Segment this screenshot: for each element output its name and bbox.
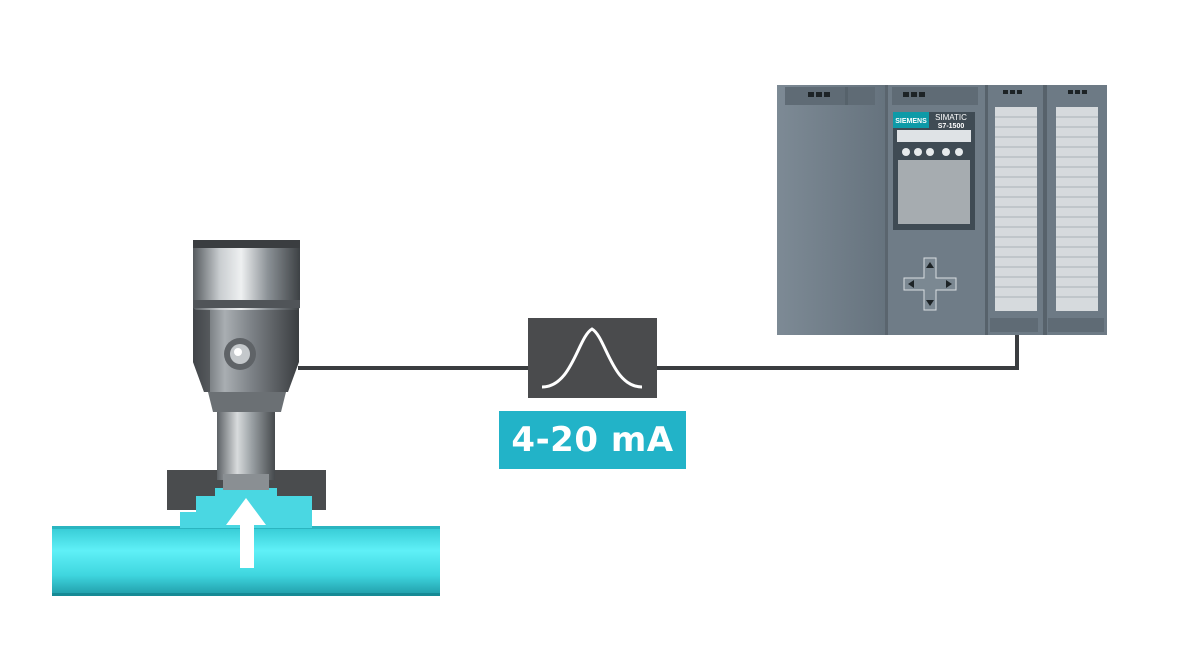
plc-model-line2: S7-1500 — [938, 123, 965, 130]
signal-cable — [298, 330, 1019, 370]
bell-curve-icon — [541, 327, 643, 389]
plc-controller-icon: SIEMENS SIMATIC S7-1500 — [777, 85, 1107, 335]
signal-converter — [528, 318, 657, 398]
pressure-transmitter-icon — [193, 240, 300, 490]
signal-range-label: 4-20 mA — [499, 411, 686, 469]
plc-navigation-pad — [903, 257, 957, 311]
plc-model-line1: SIMATIC — [935, 113, 967, 122]
up-arrow-icon — [226, 498, 266, 568]
plc-brand-label: SIEMENS — [895, 118, 927, 125]
